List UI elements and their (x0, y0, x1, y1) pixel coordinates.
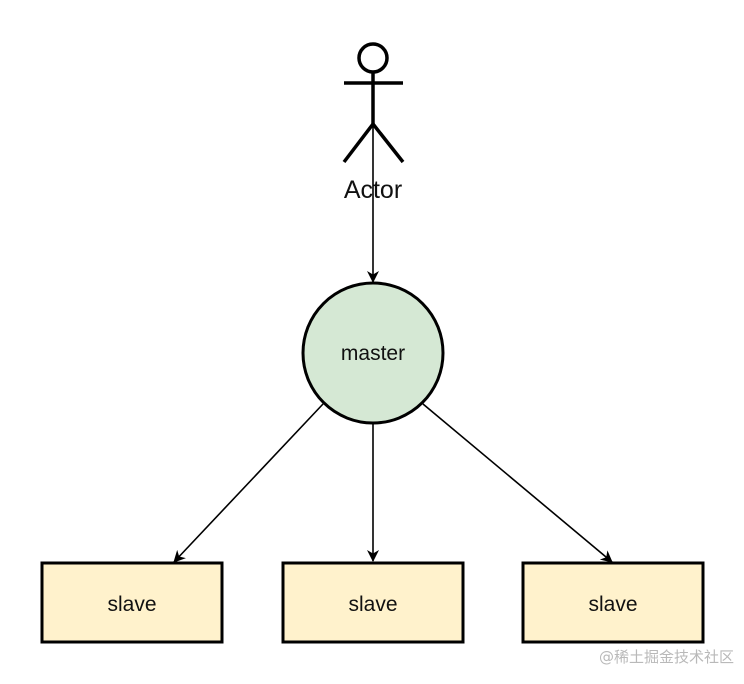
actor-figure (342, 42, 405, 164)
actor-left-leg (342, 122, 375, 164)
watermark: @稀土掘金技术社区 (598, 648, 734, 666)
actor-label: Actor (343, 176, 403, 204)
master-node (301, 281, 445, 425)
slave-node-1 (40, 561, 224, 644)
edge-master-to-slave-1 (173, 403, 324, 563)
slave-label-3: slave (588, 593, 638, 616)
slave-node-3 (521, 561, 705, 644)
edge-master-to-slave-3 (422, 403, 613, 563)
slave-label-1: slave (107, 593, 157, 616)
actor-right-leg (371, 122, 405, 164)
slave-node-2 (281, 561, 465, 644)
master-label: master (340, 342, 406, 365)
actor-head (357, 42, 389, 74)
slave-label-2: slave (348, 593, 398, 616)
